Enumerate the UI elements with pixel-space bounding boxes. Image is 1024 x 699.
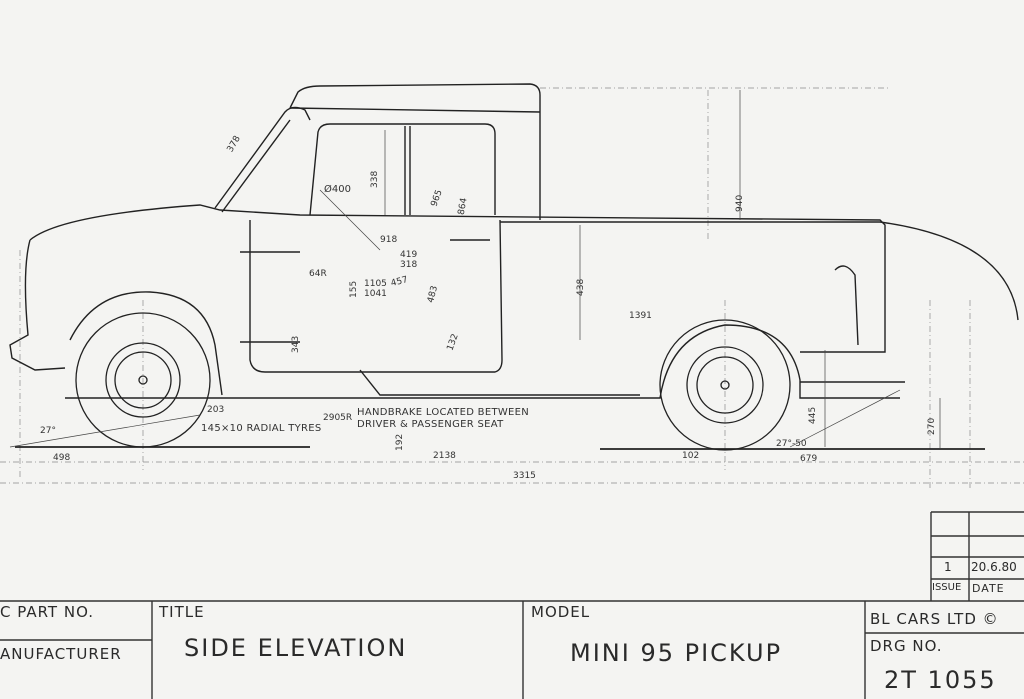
dim-419: 419 [400, 250, 418, 260]
dim-203: 203 [207, 405, 225, 415]
company-name: BL CARS LTD © [870, 610, 999, 628]
tyres-note: 145×10 RADIAL TYRES [201, 423, 322, 434]
dim-1105: 1105 [364, 279, 387, 289]
drawing-title: SIDE ELEVATION [184, 634, 408, 662]
model-name: MINI 95 PICKUP [570, 639, 783, 667]
dim-diameter-400: Ø400 [324, 184, 351, 195]
handbrake-note-line1: HANDBRAKE LOCATED BETWEEN [357, 407, 530, 418]
model-label: MODEL [531, 603, 591, 621]
dim-1041: 1041 [364, 289, 387, 299]
dim-498: 498 [53, 453, 71, 463]
ground-lines [15, 446, 985, 450]
rear-wheel [659, 319, 791, 451]
handbrake-note-line2: DRIVER & PASSENGER SEAT [357, 419, 504, 430]
drawing-number-label: DRG NO. [870, 637, 943, 655]
dim-2905r: 2905R [323, 413, 353, 423]
dim-102: 102 [682, 451, 700, 461]
dim-64r: 64R [309, 269, 327, 279]
title-label: TITLE [159, 603, 205, 621]
vehicle-outline [9, 83, 1019, 399]
dim-1391: 1391 [629, 311, 652, 321]
issue-date: 20.6.80 [971, 560, 1017, 574]
part-no-label: C PART NO. [0, 603, 95, 621]
manufacturer-label: ANUFACTURER [0, 645, 122, 663]
dim-2138: 2138 [433, 451, 456, 461]
dimension-lines [9, 90, 941, 449]
issue-header: ISSUE [932, 582, 962, 593]
dim-918: 918 [380, 235, 398, 245]
date-header: DATE [972, 582, 1005, 595]
dim-3315: 3315 [513, 471, 536, 481]
drawing-number: 2T 1055 [884, 666, 997, 694]
front-wheel [75, 312, 211, 448]
dim-27-50: 27°-50 [776, 439, 807, 449]
dim-679: 679 [800, 454, 818, 464]
dim-318: 318 [400, 260, 418, 270]
issue-number: 1 [944, 560, 953, 574]
dim-27-degrees: 27° [40, 426, 56, 436]
